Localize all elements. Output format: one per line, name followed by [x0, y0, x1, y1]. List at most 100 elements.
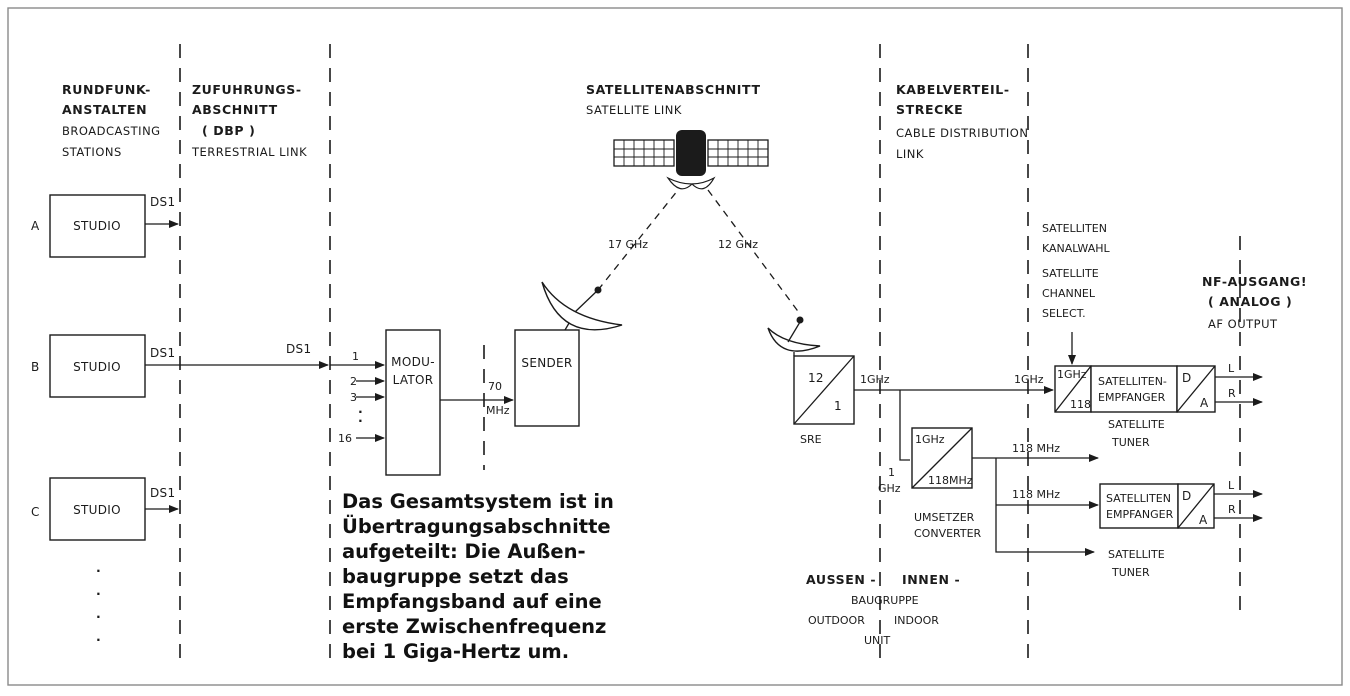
receive-dish-reflector — [767, 327, 821, 352]
converter-branch-bottom — [995, 458, 1095, 556]
studio-a: A STUDIO DS1 — [31, 194, 179, 258]
converter-input-1: 1 — [888, 466, 895, 479]
tuner1-l: L — [1228, 362, 1235, 375]
header-cable-1: CABLE DISTRIBUTION — [896, 126, 1028, 140]
satellite-panel-right-grid — [708, 140, 768, 166]
converter-out-freq: 118 MHz — [1012, 442, 1060, 455]
tuner2-label-1: SATELLITE — [1108, 548, 1165, 561]
receive-dish-icon — [767, 316, 821, 356]
da2-diagonal — [1177, 483, 1215, 529]
converter-bottom: 118MHz — [928, 474, 973, 487]
af-output-2: ( ANALOG ) — [1208, 294, 1292, 309]
sender-label: SENDER — [521, 356, 572, 370]
satellite-icon — [613, 130, 769, 190]
header-satellitenabschnitt: SATELLITENABSCHNITT — [586, 82, 761, 97]
converter-diagonal — [911, 427, 973, 489]
header-kabel-2: STRECKE — [896, 102, 963, 117]
tuner1-mixer-diagonal — [1054, 365, 1092, 413]
unit-labels: AUSSEN - INNEN - BAUGRUPPE OUTDOOR INDOO… — [806, 572, 960, 647]
converter-input-ghz: GHz — [878, 482, 901, 495]
more-studios-dots: . . . . — [96, 560, 101, 644]
unit-aussen: AUSSEN - — [806, 572, 876, 587]
converter-label-2: CONVERTER — [914, 527, 982, 540]
studio-signal-c: DS1 — [150, 486, 175, 500]
dot-4: . — [96, 629, 101, 644]
mod-input-label-1: 1 — [352, 350, 359, 363]
af-output-header: NF-AUSGANG! ( ANALOG ) AF OUTPUT — [1202, 274, 1307, 331]
sender: SENDER — [514, 329, 580, 427]
receiver2-label-2: EMPFANGER — [1106, 508, 1174, 521]
caption-line-5: Empfangsband auf eine — [342, 590, 602, 613]
studio-box-b — [49, 334, 146, 398]
receiver2-box — [1099, 483, 1179, 529]
unit-innen: INNEN - — [902, 572, 960, 587]
sre-bottom: 1 — [834, 399, 842, 413]
mod-input-label-3: 3 — [350, 391, 357, 404]
tuner2-label-2: TUNER — [1111, 566, 1150, 579]
studio-letter-b: B — [31, 360, 40, 374]
studio-signal-b: DS1 — [150, 346, 175, 360]
satellite-tuner-1: 1GHz 118 SATELLITEN- EMPFANGER D A L R S… — [1054, 362, 1263, 449]
header-zufuhrung-2: ABSCHNITT — [192, 102, 278, 117]
header-zufuhrung-3: ( DBP ) — [202, 123, 255, 138]
sre-block: 12 1 SRE 1GHz — [793, 355, 890, 446]
channel-select-1: SATELLITEN — [1042, 222, 1107, 235]
uplink-dish-icon — [541, 281, 623, 331]
caption-line-3: aufgeteilt: Die Außen- — [342, 540, 586, 563]
unit-outdoor: OUTDOOR — [808, 614, 865, 627]
header-broadcasting-1: BROADCASTING — [62, 124, 161, 138]
satellite-antennas — [666, 176, 716, 190]
da1-diagonal — [1176, 365, 1216, 413]
uplink-dish-feed — [574, 289, 599, 313]
dot-1: . — [96, 560, 101, 575]
branch-to-converter — [899, 390, 910, 461]
studio-letter-c: C — [31, 505, 40, 519]
mod-input-label-16: 16 — [338, 432, 352, 445]
studio-box-a — [49, 194, 146, 258]
satellite-panel-left-grid — [614, 140, 674, 166]
section-dividers — [179, 44, 1241, 660]
header-rundfunk-2: ANSTALTEN — [62, 102, 147, 117]
header-cable-2: LINK — [896, 147, 924, 161]
rx-input-freq: 1GHz — [1014, 373, 1044, 386]
tuner1-label-2: TUNER — [1111, 436, 1150, 449]
mod-dot-2: . — [358, 410, 363, 425]
dot-3: . — [96, 606, 101, 621]
sre-top: 12 — [808, 371, 824, 385]
studio-label-c: STUDIO — [73, 503, 121, 517]
receive-dish-feed — [787, 321, 801, 343]
uplink-path — [597, 189, 679, 291]
caption: Das Gesamtsystem ist in Übertragungsabsc… — [342, 490, 614, 663]
downlink-path — [707, 189, 801, 315]
modulator-label-1: MODU- — [391, 355, 435, 369]
converter-label-1: UMSETZER — [914, 511, 975, 524]
af-output-1: NF-AUSGANG! — [1202, 274, 1307, 289]
caption-line-2: Übertragungsabschnitte — [342, 514, 611, 538]
caption-line-4: baugruppe setzt das — [342, 565, 569, 588]
channel-select: SATELLITEN KANALWAHL SATELLITE CHANNEL S… — [1042, 222, 1110, 365]
mod-output-70: 70 — [488, 380, 502, 393]
channel-select-3: SATELLITE — [1042, 267, 1099, 280]
sre-label: SRE — [800, 433, 822, 446]
sre-out: 1GHz — [860, 373, 890, 386]
header-broadcasting-2: STATIONS — [62, 145, 122, 159]
sender-box — [514, 329, 580, 427]
header-satellite-link: SATELLITE LINK — [586, 103, 682, 117]
studio-letter-a: A — [31, 219, 40, 233]
tuner1-label-1: SATELLITE — [1108, 418, 1165, 431]
da2-a: A — [1199, 513, 1208, 527]
receive-dish-feed-point — [796, 316, 804, 324]
satellite-tuner-2: SATELLITEN EMPFANGER D A L R SATELLITE T… — [1099, 479, 1263, 579]
tuner1-mixer-bottom: 118 — [1070, 398, 1091, 411]
studio-c: C STUDIO DS1 — [31, 477, 179, 541]
receiver2-label-1: SATELLITEN — [1106, 492, 1171, 505]
modulator-box — [385, 329, 441, 476]
channel-select-4: CHANNEL — [1042, 287, 1096, 300]
studio-label-b: STUDIO — [73, 360, 121, 374]
modulator-label-2: LATOR — [393, 373, 434, 387]
caption-line-6: erste Zwischenfrequenz — [342, 615, 606, 638]
uplink-dish-reflector — [541, 281, 623, 331]
studio-label-a: STUDIO — [73, 219, 121, 233]
receiver1-label-2: EMPFANGER — [1098, 391, 1166, 404]
